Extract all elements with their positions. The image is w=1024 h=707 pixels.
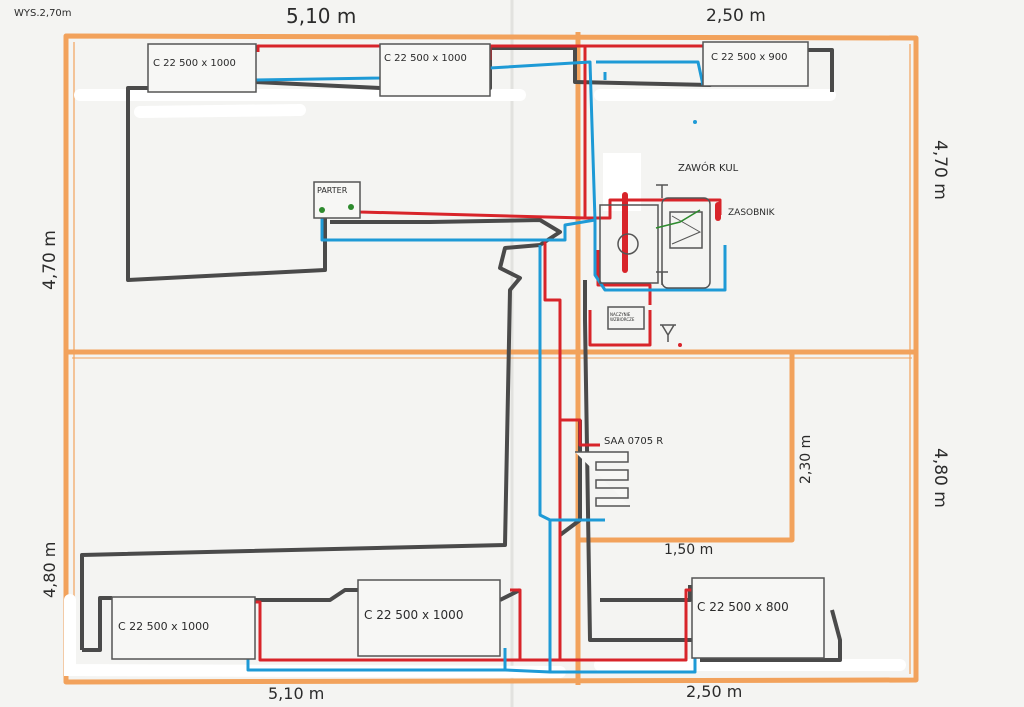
walls xyxy=(63,32,919,685)
dim-inner-vertical: 2,30 m xyxy=(798,434,814,484)
radiator-bottom-1-label: C 22 500 x 1000 xyxy=(118,620,210,633)
bathroom-radiator xyxy=(575,451,630,507)
outer-wall xyxy=(63,33,919,685)
radiator-top-1 xyxy=(147,43,257,93)
tank-coil-icon xyxy=(669,211,703,249)
red-markers xyxy=(622,192,721,273)
valve-label: ZAWÓR KUL xyxy=(678,163,739,174)
ball-valve-icon xyxy=(656,184,668,198)
radiator-bottom-3 xyxy=(691,577,825,659)
parter-label: PARTER xyxy=(317,186,348,195)
bathroom-radiator-label: SAA 0705 R xyxy=(604,436,664,447)
pump-box xyxy=(607,306,645,330)
dim-bottom-left: 5,10 m xyxy=(268,684,325,703)
drain-icon xyxy=(660,324,676,342)
boiler xyxy=(599,204,659,284)
radiator-bottom-2-label: C 22 500 x 1000 xyxy=(364,608,464,622)
pump-box-label: NACZYNIE WZBIORCZE xyxy=(610,312,635,322)
radiator-bottom-3-label: C 22 500 x 800 xyxy=(697,600,789,614)
dim-inner-horizontal: 1,50 m xyxy=(664,542,714,558)
radiator-top-2 xyxy=(379,43,491,97)
radiators xyxy=(111,41,825,660)
dim-left-lower: 4,80 m xyxy=(40,541,59,598)
dim-top-right: 2,50 m xyxy=(706,6,766,26)
hot-water-tank xyxy=(661,197,711,289)
bathroom-wall xyxy=(578,352,795,543)
boiler-room-equipment xyxy=(599,184,711,342)
radiator-bottom-1 xyxy=(111,596,256,660)
radiator-bottom-2 xyxy=(357,579,501,657)
dim-left-upper: 4,70 m xyxy=(40,230,60,290)
radiator-top-3-label: C 22 500 x 900 xyxy=(711,52,788,63)
dim-right-lower: 4,80 m xyxy=(930,448,950,508)
radiator-top-1-label: C 22 500 x 1000 xyxy=(153,58,236,69)
dim-bottom-right: 2,50 m xyxy=(686,682,743,701)
floor-heating-loops xyxy=(80,46,842,662)
radiator-top-3 xyxy=(702,41,809,87)
pump-icon xyxy=(617,233,639,255)
dim-right-upper: 4,70 m xyxy=(930,140,950,200)
tank-label: ZASOBNIK xyxy=(728,208,775,218)
height-note: WYS.2,70m xyxy=(14,8,72,19)
radiator-top-2-label: C 22 500 x 1000 xyxy=(384,53,467,64)
dim-top-left: 5,10 m xyxy=(286,4,357,28)
